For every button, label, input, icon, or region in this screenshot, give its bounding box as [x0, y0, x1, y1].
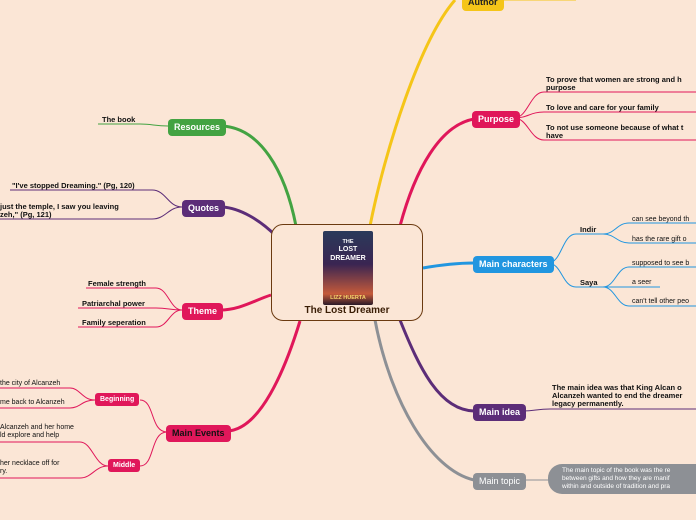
- indir-trait-2[interactable]: has the rare gift o: [632, 236, 687, 243]
- middle-item-1[interactable]: Alcanzeh and her home: [0, 424, 74, 431]
- saya-trait-2[interactable]: a seer: [632, 279, 652, 286]
- resources-node[interactable]: Resources: [168, 119, 227, 136]
- quote-item-1[interactable]: "I've stopped Dreaming." (Pg, 120): [12, 181, 135, 190]
- central-topic[interactable]: THE LOST DREAMER LIZZ HUERTA The Lost Dr…: [271, 224, 423, 321]
- theme-item-3[interactable]: Family seperation: [82, 318, 146, 327]
- main-idea-node[interactable]: Main idea: [473, 404, 527, 421]
- purpose-item-2[interactable]: To love and care for your family: [546, 103, 659, 112]
- book-cover-image: THE LOST DREAMER LIZZ HUERTA: [323, 231, 373, 305]
- main-topic-node[interactable]: Main topic: [473, 473, 527, 490]
- character-indir[interactable]: Indir: [580, 225, 597, 234]
- main-events-node[interactable]: Main Events: [166, 425, 231, 442]
- saya-trait-1[interactable]: supposed to see b: [632, 260, 690, 267]
- middle-node[interactable]: Middle: [108, 459, 141, 472]
- beginning-item-2[interactable]: me back to Alcanzeh: [0, 399, 65, 406]
- saya-trait-3[interactable]: can't tell other peo: [632, 298, 689, 305]
- character-saya[interactable]: Saya: [580, 278, 598, 287]
- beginning-item-1[interactable]: the city of Alcanzeh: [0, 380, 61, 387]
- main-topic-line-3: within and outside of tradition and pra: [562, 483, 671, 490]
- purpose-item-1-cont: purpose: [546, 83, 576, 92]
- purpose-item-3[interactable]: To not use someone because of what t: [546, 123, 684, 132]
- purpose-node[interactable]: Purpose: [472, 111, 521, 128]
- main-topic-line-2: between gifts and how they are manif: [562, 475, 670, 482]
- middle-item-1-cont: ld explore and help: [0, 432, 60, 439]
- main-topic-detail[interactable]: The main topic of the book was the re be…: [548, 464, 696, 494]
- main-idea-line-2: Alcanzeh wanted to end the dreamer: [552, 391, 683, 400]
- cover-title-line2: LOST: [338, 246, 358, 253]
- purpose-item-1[interactable]: To prove that women are strong and h: [546, 75, 682, 84]
- middle-item-2-cont: ry.: [0, 468, 8, 475]
- theme-item-1[interactable]: Female strength: [88, 279, 146, 288]
- theme-item-2[interactable]: Patriarchal power: [82, 299, 145, 308]
- main-idea-line-1[interactable]: The main idea was that King Alcan o: [552, 383, 682, 392]
- main-topic-line-1: The main topic of the book was the re: [562, 467, 671, 474]
- theme-node[interactable]: Theme: [182, 303, 224, 320]
- main-idea-line-3: legacy permanently.: [552, 399, 624, 408]
- quote-item-2-cont: zeh," (Pg, 121): [0, 210, 52, 219]
- quotes-node[interactable]: Quotes: [182, 200, 226, 217]
- author-node[interactable]: Author: [462, 0, 504, 11]
- central-topic-title: The Lost Dreamer: [304, 305, 390, 316]
- indir-trait-1[interactable]: can see beyond th: [632, 216, 690, 223]
- cover-title-line3: DREAMER: [330, 255, 366, 262]
- middle-item-2[interactable]: her necklace off for: [0, 460, 60, 467]
- beginning-node[interactable]: Beginning: [95, 393, 140, 406]
- cover-title-line1: THE: [342, 239, 354, 245]
- main-characters-node[interactable]: Main characters: [473, 256, 554, 273]
- resource-item-1[interactable]: The book: [102, 115, 136, 124]
- purpose-item-3-cont: have: [546, 131, 564, 140]
- quote-item-2[interactable]: just the temple, I saw you leaving: [0, 202, 119, 211]
- cover-author: LIZZ HUERTA: [330, 295, 366, 301]
